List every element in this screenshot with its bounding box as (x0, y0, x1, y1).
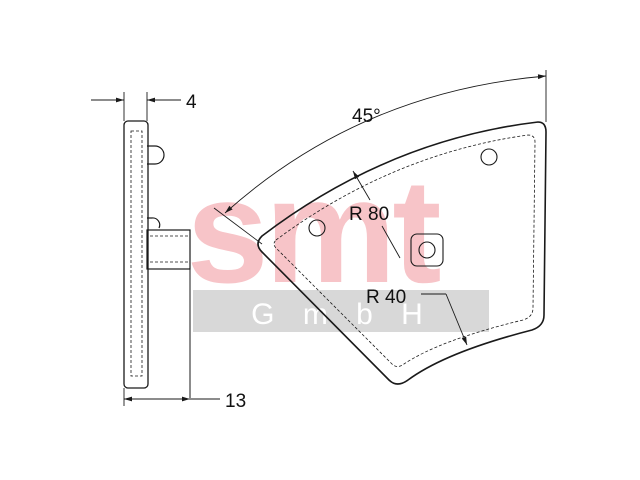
middle-lug (147, 217, 161, 229)
dimension-width: 13 (123, 388, 246, 412)
backing-plate-outline (123, 120, 149, 389)
wear-indicator (410, 233, 444, 267)
friction-block (146, 229, 191, 270)
angle-arc (224, 74, 547, 214)
thickness-label: 4 (186, 92, 197, 113)
inner-radius-label: R 40 (366, 287, 406, 308)
side-view (123, 120, 191, 398)
backing-plate-hidden-line (130, 130, 143, 377)
watermark: smt G m b H (186, 149, 489, 332)
watermark-band (193, 290, 489, 332)
watermark-subtitle: G m b H (251, 298, 433, 331)
dimension-inner-radius: R 40 (366, 287, 468, 346)
outer-radius-label: R 80 (349, 204, 389, 225)
left-hole (308, 219, 326, 237)
angle-label: 45° (352, 106, 381, 127)
dimension-outer-radius: R 80 (349, 170, 401, 259)
dimension-angle: 45° (213, 70, 547, 245)
upper-lug (147, 145, 165, 165)
width-label: 13 (225, 391, 246, 412)
upper-hole (480, 148, 498, 166)
dimension-thickness: 4 (91, 92, 197, 121)
